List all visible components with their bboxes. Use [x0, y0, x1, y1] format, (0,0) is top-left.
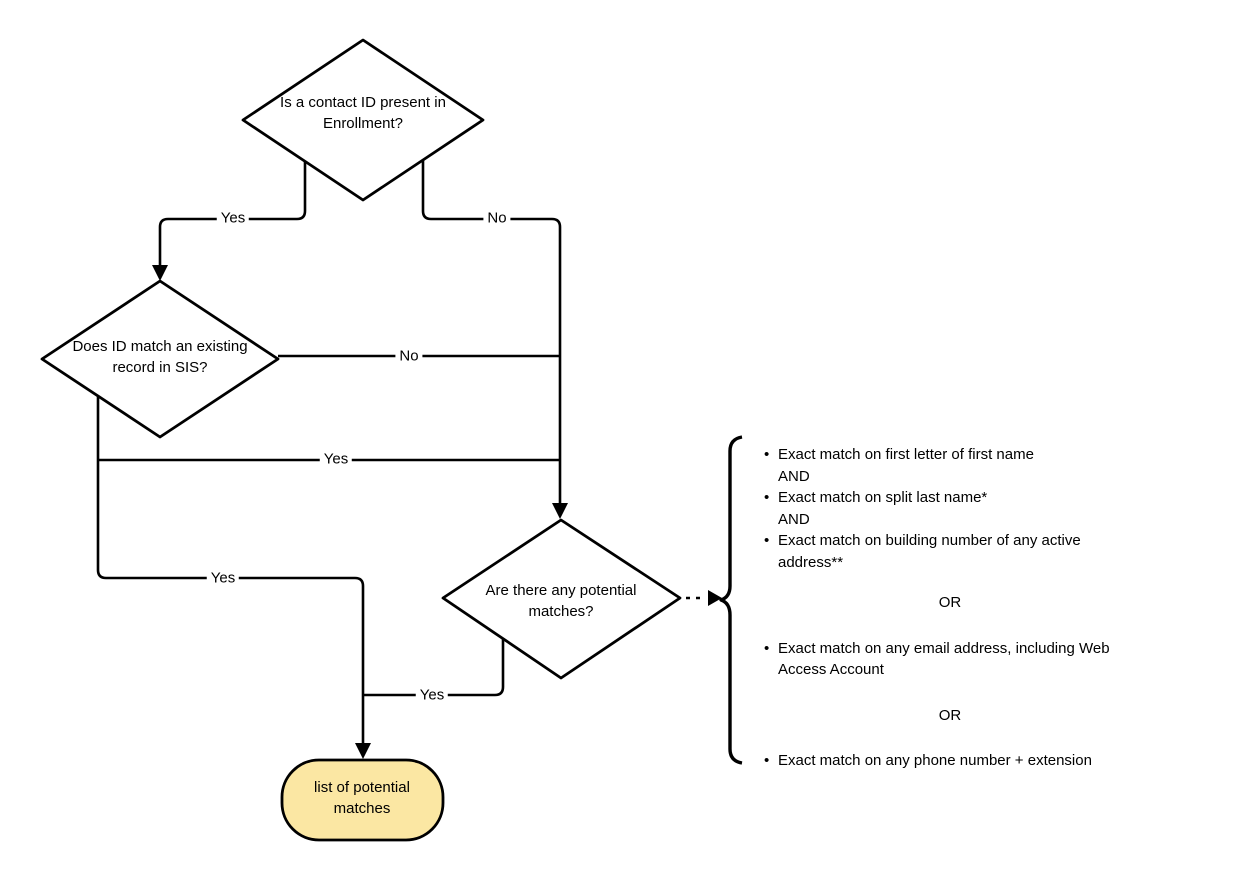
- arrowhead-into-brace: [708, 590, 722, 606]
- decision-sis-diamond: [40, 279, 280, 439]
- criteria-and-2: AND: [778, 510, 810, 528]
- criteria-and-1: AND: [778, 467, 810, 485]
- edge-label-enrollment-yes: Yes: [216, 209, 250, 227]
- criterion-first-name: Exact match on first letter of first nam…: [758, 444, 1142, 466]
- criteria-or-2: OR: [938, 706, 962, 724]
- decision-enrollment-label: Is a contact ID present in Enrollment?: [280, 94, 446, 132]
- edge-label-matches-yes: Yes: [415, 686, 449, 704]
- edge-label-enrollment-no: No: [483, 209, 511, 227]
- criteria-or-1: OR: [938, 594, 962, 611]
- match-criteria-panel: Exact match on first letter of first nam…: [758, 444, 1142, 772]
- criteria-brace: [719, 435, 743, 765]
- terminal-list-node: [280, 758, 445, 842]
- edge-matches-yes: [363, 639, 505, 697]
- arrowhead-into-list: [355, 743, 371, 759]
- decision-enrollment-diamond: [241, 38, 485, 202]
- terminal-list-label: list of potential matches: [314, 779, 410, 817]
- decision-matches-label: Are there any potential matches?: [485, 582, 637, 620]
- edge-label-list-yes: Yes: [206, 569, 240, 587]
- criterion-building-number: Exact match on building number of any ac…: [758, 530, 1142, 573]
- criterion-phone: Exact match on any phone number + extens…: [758, 750, 1142, 772]
- arrowhead-into-matches: [552, 503, 568, 519]
- edge-label-sis-no: No: [395, 347, 423, 365]
- decision-sis-label: Does ID match an existing record in SIS?: [72, 338, 248, 376]
- decision-matches-diamond: [441, 518, 682, 680]
- edge-label-sis-yes: Yes: [319, 450, 353, 468]
- arrowhead-into-sis: [152, 265, 168, 281]
- criterion-last-name: Exact match on split last name*: [758, 487, 1142, 509]
- criterion-email: Exact match on any email address, includ…: [758, 638, 1142, 681]
